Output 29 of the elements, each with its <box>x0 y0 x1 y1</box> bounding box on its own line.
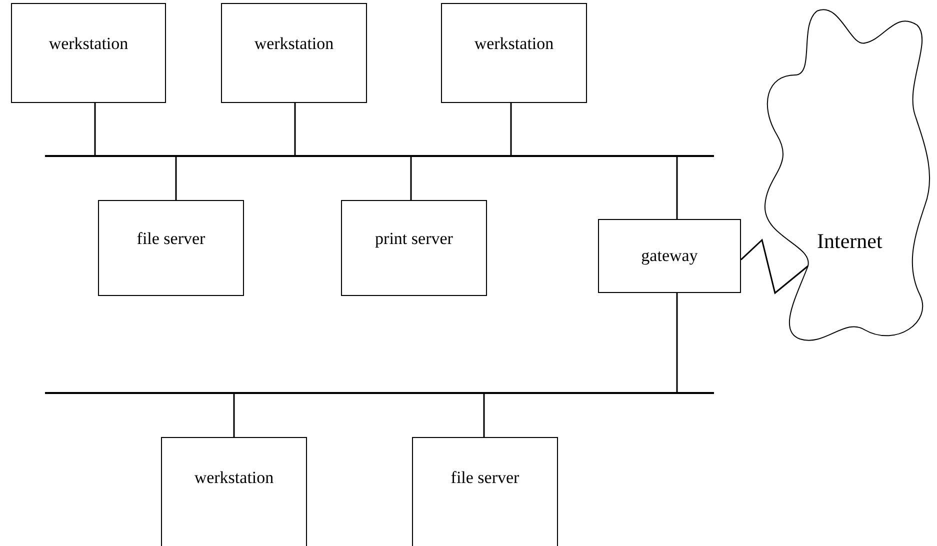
node-label: file server <box>136 229 206 249</box>
device-box <box>221 3 367 103</box>
connector-line <box>94 103 96 156</box>
connector-line <box>233 393 235 437</box>
connector-line <box>410 156 412 200</box>
zigzag-link <box>740 238 808 294</box>
connector-line <box>175 156 177 200</box>
connector-line <box>510 103 512 156</box>
network-bus-line <box>45 392 714 394</box>
device-box <box>341 200 487 296</box>
device-box <box>98 200 244 296</box>
connector-line <box>294 103 296 156</box>
node-label: werkstation <box>194 468 274 488</box>
node-label: gateway <box>641 246 698 266</box>
device-box <box>598 219 741 293</box>
node-label: werkstation <box>474 34 554 54</box>
node-label: werkstation <box>48 34 128 54</box>
device-box <box>161 437 307 546</box>
node-label: print server <box>375 229 453 249</box>
connector-line <box>676 293 678 393</box>
connector-line <box>483 393 485 437</box>
network-bus-line <box>45 155 714 157</box>
node-label: werkstation <box>254 34 334 54</box>
device-box <box>11 3 166 103</box>
device-box <box>441 3 587 103</box>
node-label: file server <box>450 468 520 488</box>
connector-line <box>676 156 678 219</box>
device-box <box>412 437 558 546</box>
node-label: Internet <box>817 229 882 254</box>
